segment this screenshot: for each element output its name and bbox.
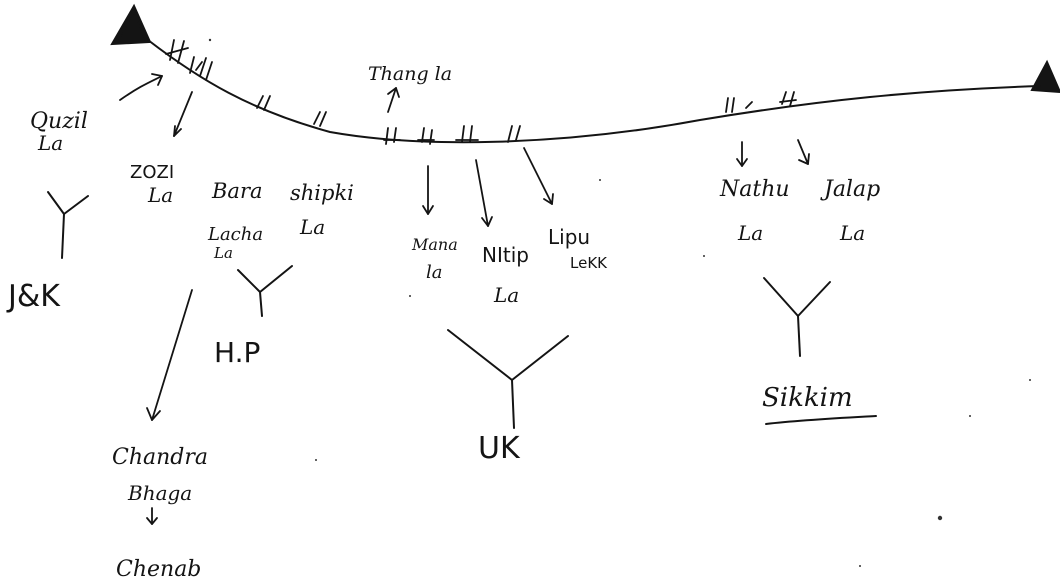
jalap-pass-suffix: La — [839, 221, 865, 245]
confluence-jk — [47, 191, 89, 259]
river-chenab-label: Chenab — [116, 557, 201, 582]
jalap-pass-name: Jalap — [820, 177, 880, 202]
right-triangle-marker — [1030, 59, 1060, 94]
niti-pass-suffix: La — [493, 283, 519, 307]
bara-lacha-pass-name2: Lacha — [207, 224, 263, 245]
confluence-sikkim — [763, 277, 831, 357]
qazi-pass-name: Quzil — [30, 109, 88, 134]
shipki-pass-suffix: La — [299, 215, 325, 239]
pass-arrows — [119, 73, 810, 525]
confluence-uk — [447, 329, 569, 429]
bara-lacha-pass-suffix: La — [213, 244, 233, 262]
lipu-pass-suffix: LeKK — [570, 254, 608, 272]
nathu-pass-name: Nathu — [719, 177, 790, 202]
river-chandra-label: Chandra — [112, 445, 208, 470]
nathu-pass-suffix: La — [737, 221, 763, 245]
state-sikkim-label: Sikkim — [762, 383, 853, 413]
shipki-pass-name: shipki — [290, 181, 354, 205]
river-bhaga-label: Bhaga — [127, 481, 192, 505]
state-uk-label: UK — [478, 431, 521, 466]
niti-pass-name: NItip — [482, 243, 529, 267]
qazi-pass-suffix: La — [37, 131, 63, 155]
sikkim-underline — [765, 415, 877, 425]
mana-pass-name: Mana — [411, 235, 458, 254]
lipu-pass-name: Lipu — [548, 225, 590, 249]
thang-la-label: Thang la — [368, 63, 452, 85]
mana-pass-suffix: la — [426, 262, 443, 283]
state-hp-label: H.P — [214, 336, 260, 369]
state-jk-label: J&K — [6, 279, 61, 314]
scan-specks — [208, 38, 1031, 567]
confluence-hp — [237, 265, 293, 317]
pass-ticks — [165, 39, 797, 145]
zozi-pass-suffix: La — [147, 183, 173, 207]
zozi-pass-name: ZOZI — [130, 162, 174, 183]
bara-lacha-pass-name1: Bara — [211, 179, 263, 203]
boundary-line — [147, 39, 1041, 144]
left-triangle-marker — [110, 3, 152, 46]
